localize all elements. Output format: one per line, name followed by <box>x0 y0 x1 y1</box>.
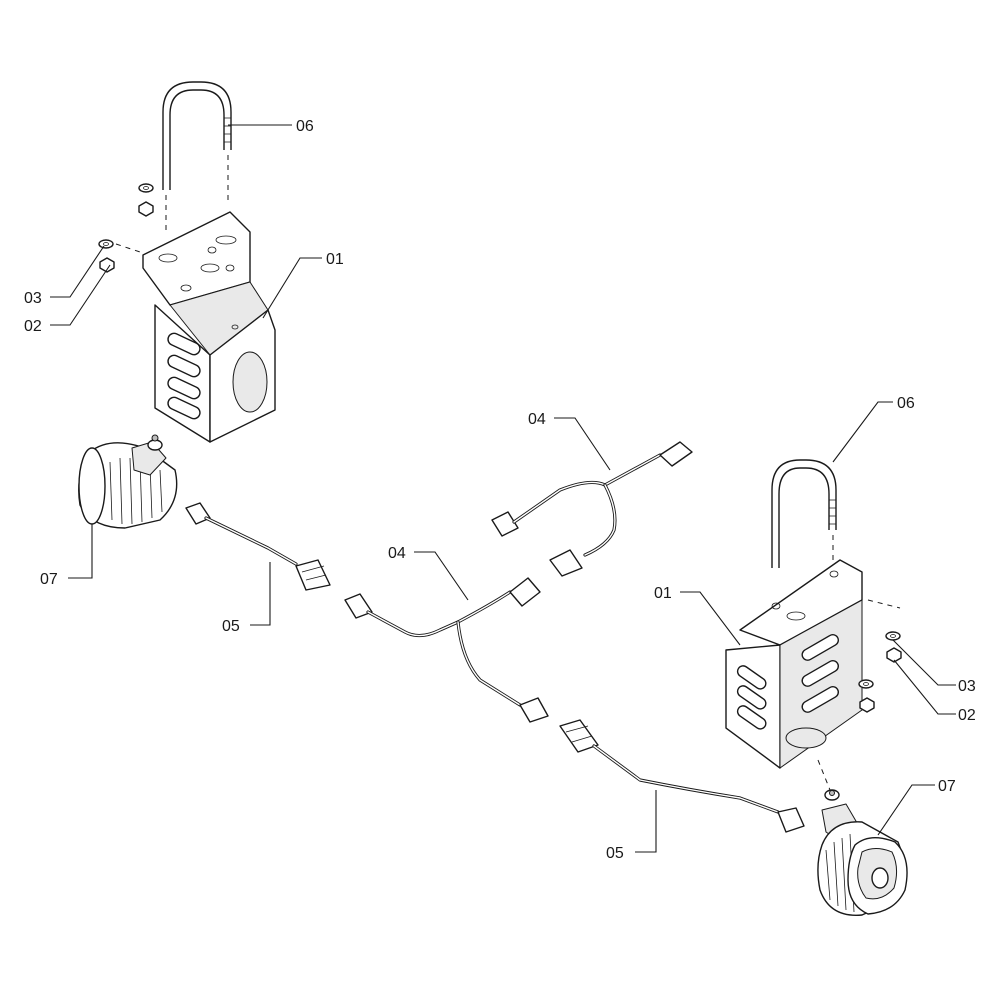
washer-nut-top-left <box>138 183 154 217</box>
cable-right <box>559 719 805 833</box>
lamp-right <box>817 759 908 916</box>
callout-washer-left: 03 <box>24 290 42 307</box>
callout-washer-right: 03 <box>958 678 976 695</box>
harness-top <box>491 441 693 577</box>
callout-harness-top: 04 <box>528 411 546 428</box>
bracket-left <box>142 211 276 443</box>
leader-lines <box>50 124 956 853</box>
lamp-left <box>78 434 178 529</box>
callout-nut-left: 02 <box>24 318 42 335</box>
washer-nut-left <box>98 239 141 273</box>
callout-u-bolt-right: 06 <box>897 395 915 412</box>
callout-u-bolt-left: 06 <box>296 118 314 135</box>
u-bolt-right <box>771 459 837 570</box>
cable-left <box>185 502 331 591</box>
callout-nut-right: 02 <box>958 707 976 724</box>
callout-harness-mid: 04 <box>388 545 406 562</box>
callout-bracket-right: 01 <box>654 585 672 602</box>
harness-mid <box>344 577 549 723</box>
callout-cable-left: 05 <box>222 618 240 635</box>
callout-bracket-left: 01 <box>326 251 344 268</box>
callout-lamp-right: 07 <box>938 778 956 795</box>
bracket-right <box>725 559 863 769</box>
u-bolt-left <box>162 81 232 230</box>
callout-lamp-left: 07 <box>40 571 58 588</box>
callout-cable-right: 05 <box>606 845 624 862</box>
washer-nut-right <box>858 599 902 713</box>
